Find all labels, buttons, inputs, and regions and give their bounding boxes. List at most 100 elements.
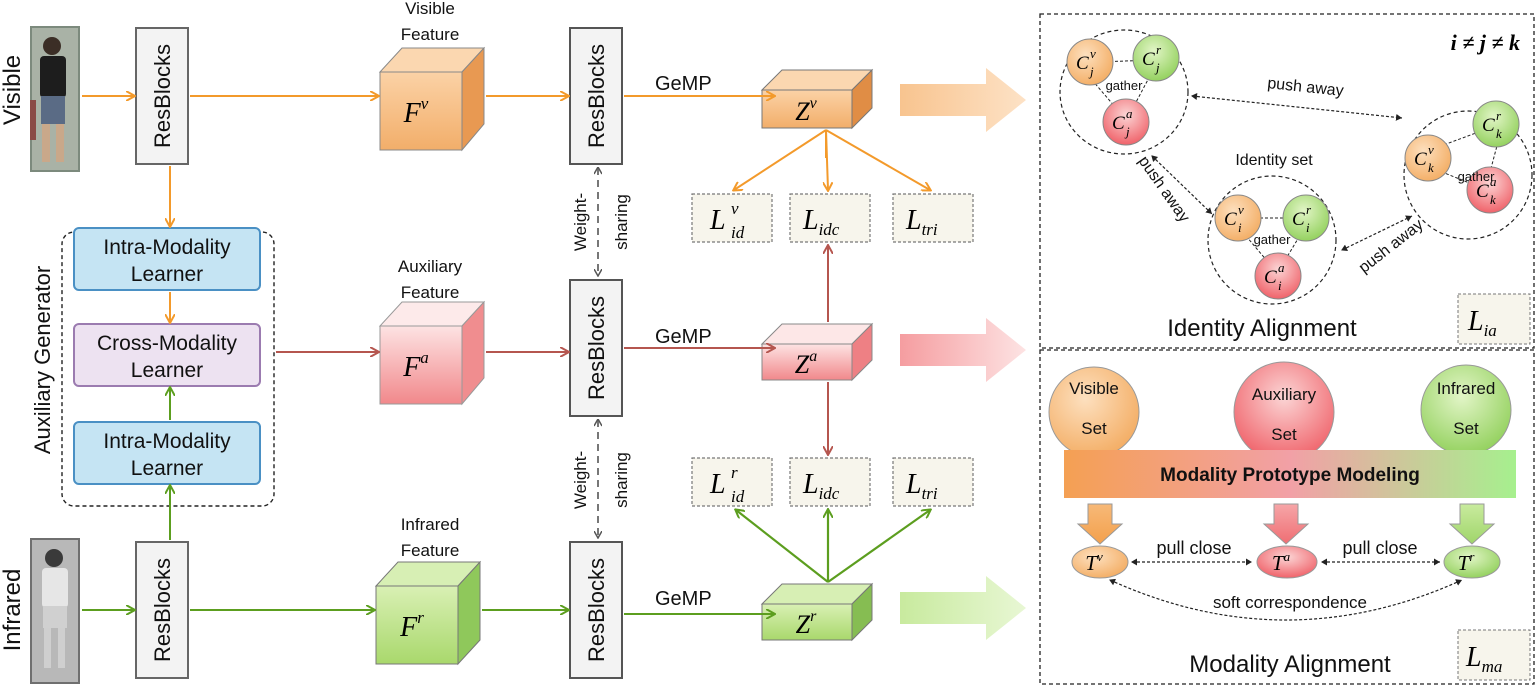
svg-text:k: k xyxy=(1496,126,1502,141)
auxiliary-embedding-slab: Za xyxy=(760,322,874,382)
svg-text:C: C xyxy=(1292,209,1305,230)
svg-text:C: C xyxy=(1112,113,1125,134)
gather-label-i: gather xyxy=(1254,232,1292,247)
intra-modality-learner-bottom: Intra-Modality Learner xyxy=(73,421,261,485)
pull-close-label-left: pull close xyxy=(1156,538,1231,558)
resblocks-infrared-stem: ResBlocks xyxy=(135,541,189,679)
infrared-set-ball: Infrared Set xyxy=(1420,364,1512,456)
identity-cluster-i xyxy=(1207,175,1337,305)
loss-ma: Lma xyxy=(1457,629,1531,681)
svg-text:ResBlocks: ResBlocks xyxy=(150,558,175,662)
prototype-c-r-i: C r i xyxy=(1282,194,1330,242)
loss-id-visible: L v id xyxy=(691,193,773,243)
modality-alignment-panel xyxy=(1039,349,1535,685)
auxiliary-feature-title-2: Feature xyxy=(401,283,460,302)
svg-text:C: C xyxy=(1224,209,1237,230)
svg-text:id: id xyxy=(731,223,745,242)
svg-text:Visible: Visible xyxy=(1069,379,1119,398)
svg-text:a: a xyxy=(1278,260,1285,275)
resblocks-visible-stem: ResBlocks xyxy=(135,27,189,165)
modality-prototype-modeling-bar: Modality Prototype Modeling xyxy=(1064,450,1516,498)
infrared-feature-title-2: Feature xyxy=(401,541,460,560)
svg-text:Set: Set xyxy=(1081,419,1107,438)
identity-cluster-j xyxy=(1059,29,1189,155)
resblocks-auxiliary-branch: ResBlocks xyxy=(569,279,623,417)
auxiliary-feature-cube: Fa xyxy=(378,300,486,406)
svg-text:Lidc: Lidc xyxy=(802,205,840,239)
svg-text:k: k xyxy=(1490,192,1496,207)
svg-text:Learner: Learner xyxy=(131,457,203,480)
identity-alignment-title: Identity Alignment xyxy=(1167,315,1357,342)
identity-condition: i ≠ j ≠ k xyxy=(1451,30,1520,55)
svg-text:i: i xyxy=(1278,278,1282,293)
push-away-arrow-ji xyxy=(1151,155,1213,215)
auxiliary-set-ball: Auxiliary Set xyxy=(1233,361,1335,463)
svg-text:i: i xyxy=(1238,220,1242,235)
svg-text:Ltri: Ltri xyxy=(905,469,938,503)
loss-idc-infrared: Lidc xyxy=(789,457,871,507)
svg-text:r: r xyxy=(1306,202,1312,217)
infrared-embedding-slab: Zr xyxy=(760,582,874,642)
loss-ia: Lia xyxy=(1457,293,1531,345)
svg-text:j: j xyxy=(1154,60,1160,75)
gemp-label-infrared: GeMP xyxy=(655,588,712,610)
infrared-input-label: Infrared xyxy=(0,569,26,652)
svg-text:C: C xyxy=(1482,115,1495,136)
push-away-label-jk: push away xyxy=(1267,75,1345,100)
resblocks-infrared-branch: ResBlocks xyxy=(569,541,623,679)
gemp-label-auxiliary: GeMP xyxy=(655,326,712,348)
svg-text:Lma: Lma xyxy=(1465,642,1502,676)
svg-text:Zr: Zr xyxy=(796,608,817,639)
svg-text:C: C xyxy=(1414,149,1427,170)
big-arrow-visible xyxy=(900,68,1026,132)
weight-sharing-label-bottom-1: Weight- xyxy=(571,451,590,509)
pull-close-label-right: pull close xyxy=(1342,538,1417,558)
prototype-t-v: Tv xyxy=(1071,545,1129,579)
push-away-label-ik: push away xyxy=(1356,216,1427,276)
svg-text:L: L xyxy=(709,205,726,236)
visible-feature-cube: Fv xyxy=(378,46,486,152)
prototype-c-a-j: C a j xyxy=(1102,98,1150,146)
svg-text:C: C xyxy=(1476,181,1489,202)
svg-text:Intra-Modality: Intra-Modality xyxy=(103,430,231,453)
svg-text:j: j xyxy=(1088,64,1094,79)
svg-text:C: C xyxy=(1142,49,1155,70)
svg-text:Za: Za xyxy=(795,348,817,379)
prototype-c-v-j: C v j xyxy=(1066,38,1114,86)
big-arrow-auxiliary xyxy=(900,318,1026,382)
svg-text:Intra-Modality: Intra-Modality xyxy=(103,236,231,259)
soft-correspondence-label: soft correspondence xyxy=(1213,593,1367,612)
svg-text:Set: Set xyxy=(1453,419,1479,438)
svg-text:Fr: Fr xyxy=(399,608,424,643)
visible-person-image xyxy=(30,26,80,172)
infrared-feature-cube: Fr xyxy=(374,560,482,666)
cross-modality-learner: Cross-Modality Learner xyxy=(73,323,261,387)
infrared-person-image xyxy=(30,538,80,684)
down-arrow-visible xyxy=(1076,503,1124,545)
prototype-c-v-i: C v i xyxy=(1214,194,1262,242)
svg-text:Auxiliary: Auxiliary xyxy=(1252,385,1317,404)
svg-text:Tr: Tr xyxy=(1458,549,1476,575)
prototype-c-v-k: C v k xyxy=(1404,134,1452,182)
prototype-t-r: Tr xyxy=(1443,545,1501,579)
gemp-label-visible: GeMP xyxy=(655,73,712,95)
loss-tri-infrared: Ltri xyxy=(892,457,974,507)
modality-alignment-title: Modality Alignment xyxy=(1189,651,1391,678)
gather-label-j: gather xyxy=(1106,78,1144,93)
svg-text:Fa: Fa xyxy=(402,348,429,383)
svg-text:ResBlocks: ResBlocks xyxy=(584,296,609,400)
prototype-c-r-j: C r j xyxy=(1132,34,1180,82)
resblocks-visible-branch: ResBlocks xyxy=(569,27,623,165)
svg-text:Learner: Learner xyxy=(131,263,203,286)
push-away-arrow-jk xyxy=(1191,93,1403,121)
weight-sharing-label-top-1: Weight- xyxy=(571,193,590,251)
visible-set-ball: Visible Set xyxy=(1048,366,1140,458)
identity-alignment-panel xyxy=(1039,13,1535,349)
soft-correspondence-arrow xyxy=(1109,578,1463,621)
loss-idc-visible: Lidc xyxy=(789,193,871,243)
down-arrow-infrared xyxy=(1448,503,1496,545)
svg-text:ResBlocks: ResBlocks xyxy=(584,558,609,662)
svg-text:L: L xyxy=(709,469,726,500)
